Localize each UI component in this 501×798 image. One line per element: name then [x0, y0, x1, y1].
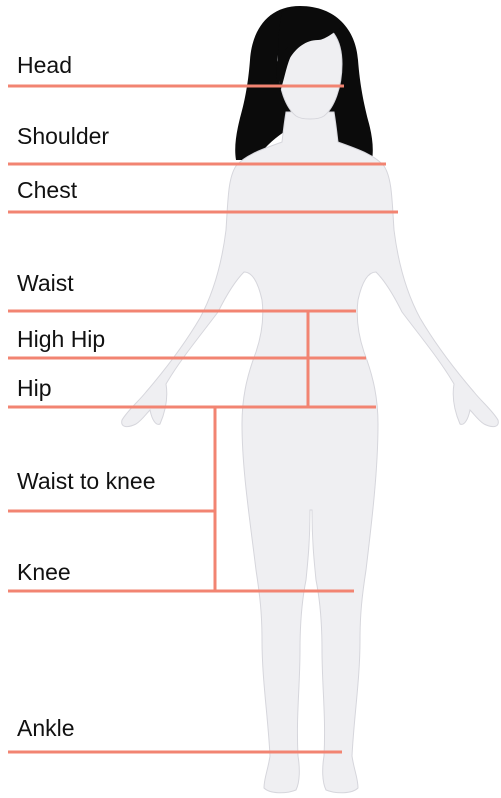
- label-shoulder: Shoulder: [17, 125, 109, 148]
- body-silhouette: [122, 112, 499, 793]
- label-waist-to-knee: Waist to knee: [17, 470, 155, 493]
- label-waist: Waist: [17, 272, 74, 295]
- label-hip: Hip: [17, 377, 52, 400]
- label-high-hip: High Hip: [17, 328, 105, 351]
- label-chest: Chest: [17, 179, 77, 202]
- label-head: Head: [17, 54, 72, 77]
- label-knee: Knee: [17, 561, 71, 584]
- label-ankle: Ankle: [17, 717, 75, 740]
